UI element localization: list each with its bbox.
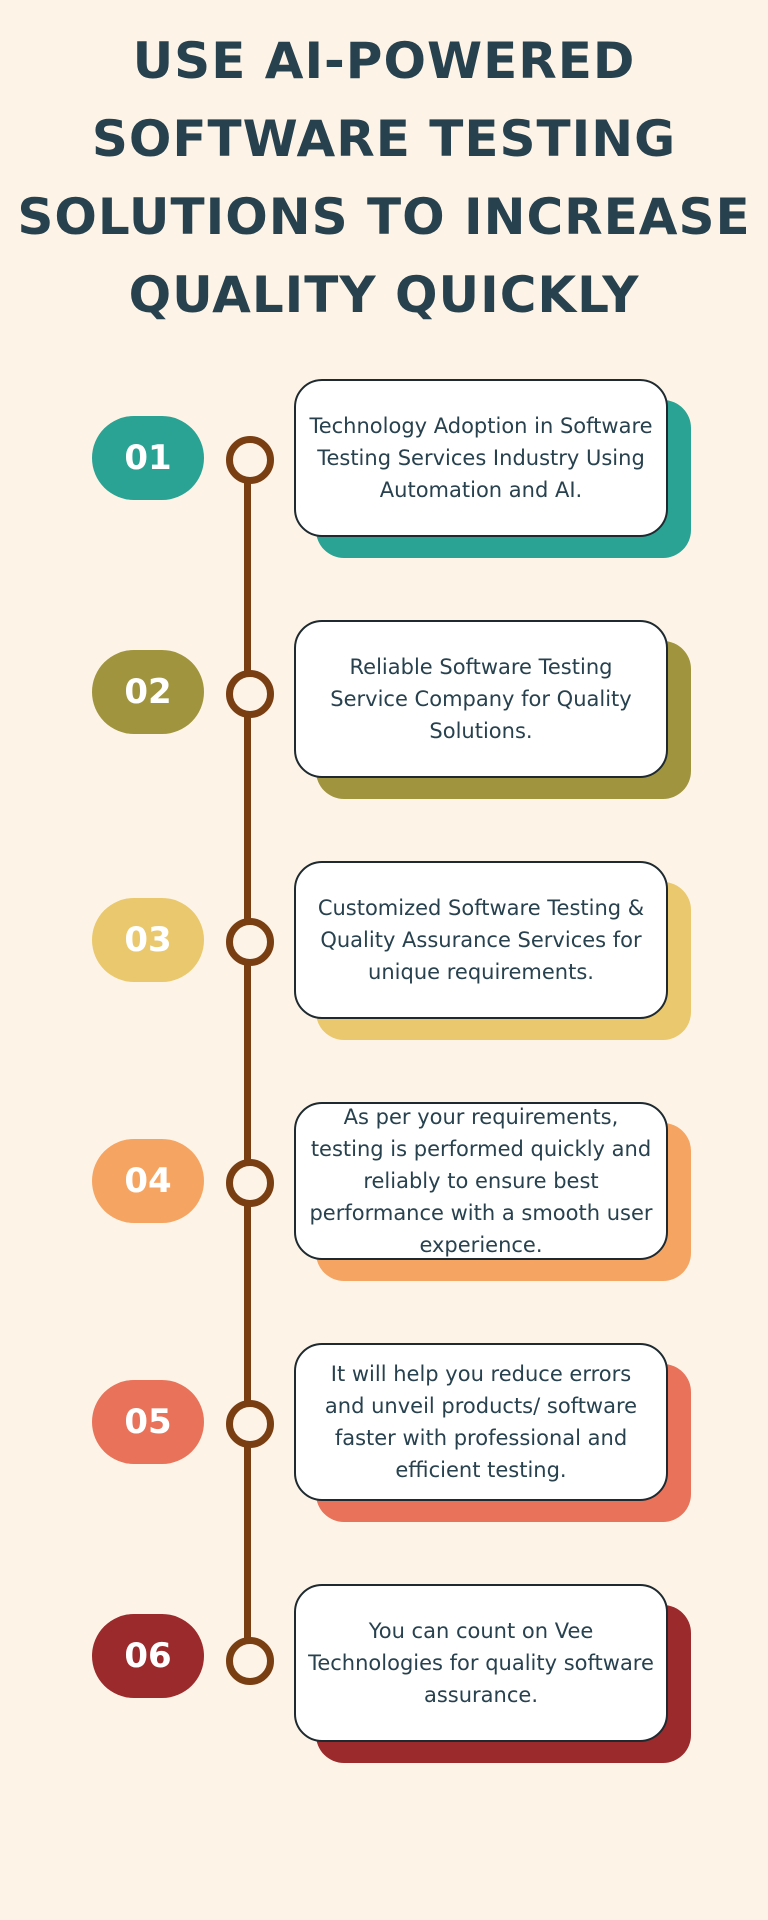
timeline-dot-02 xyxy=(226,670,274,718)
step-badge-04: 04 xyxy=(92,1139,204,1223)
step-text-02: Reliable Software Testing Service Compan… xyxy=(330,655,632,743)
timeline-dot-04 xyxy=(226,1159,274,1207)
step-card-01: Technology Adoption in Software Testing … xyxy=(294,379,668,537)
title-line-4: QUALITY QUICKLY xyxy=(128,266,640,324)
step-text-03: Customized Software Testing & Quality As… xyxy=(317,896,645,984)
title-line-2: SOFTWARE TESTING xyxy=(91,110,677,168)
step-badge-06: 06 xyxy=(92,1614,204,1698)
step-card-06: You can count on Vee Technologies for qu… xyxy=(294,1584,668,1742)
step-badge-03: 03 xyxy=(92,898,204,982)
step-card-02: Reliable Software Testing Service Compan… xyxy=(294,620,668,778)
step-badge-02: 02 xyxy=(92,650,204,734)
step-text-04: As per your requirements, testing is per… xyxy=(309,1105,653,1257)
step-text-06: You can count on Vee Technologies for qu… xyxy=(308,1619,654,1707)
step-card-05: It will help you reduce errors and unvei… xyxy=(294,1343,668,1501)
timeline-dot-05 xyxy=(226,1400,274,1448)
step-card-04: As per your requirements, testing is per… xyxy=(294,1102,668,1260)
title-line-1: USE AI-POWERED xyxy=(132,32,636,90)
timeline-dot-03 xyxy=(226,918,274,966)
step-text-01: Technology Adoption in Software Testing … xyxy=(309,414,653,502)
page-title: USE AI-POWERED SOFTWARE TESTING SOLUTION… xyxy=(0,22,768,334)
title-line-3: SOLUTIONS TO INCREASE xyxy=(17,188,751,246)
step-card-03: Customized Software Testing & Quality As… xyxy=(294,861,668,1019)
step-text-05: It will help you reduce errors and unvei… xyxy=(324,1362,638,1482)
timeline-dot-01 xyxy=(226,436,274,484)
step-badge-05: 05 xyxy=(92,1380,204,1464)
timeline-dot-06 xyxy=(226,1637,274,1685)
timeline-line xyxy=(244,458,251,1658)
step-badge-01: 01 xyxy=(92,416,204,500)
